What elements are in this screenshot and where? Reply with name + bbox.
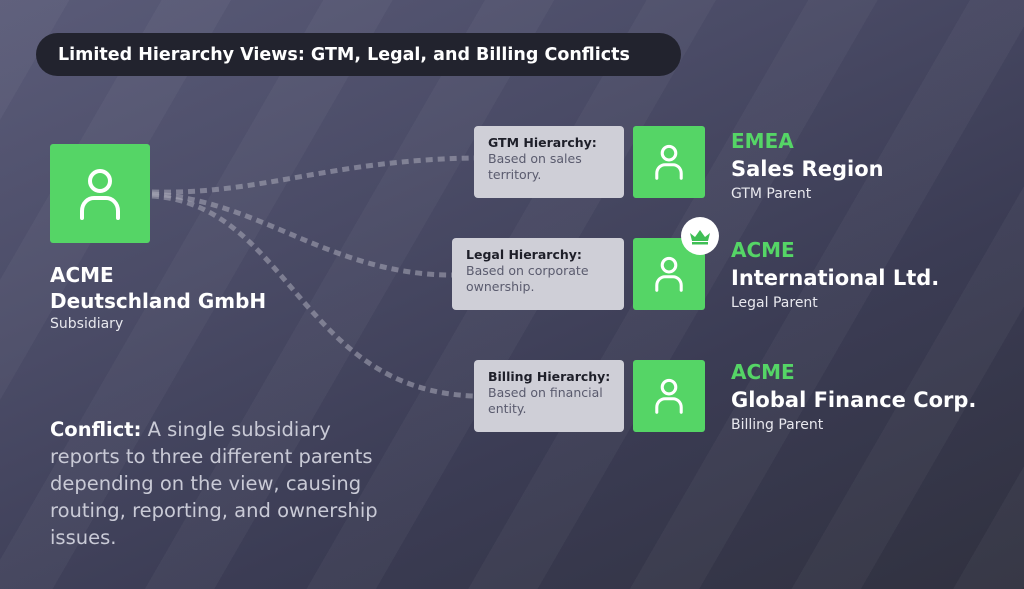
billing-parent-tile	[633, 360, 705, 432]
gtm-label-box: GTM Hierarchy: Based on sales territory.	[474, 126, 624, 198]
subsidiary-tile	[50, 144, 150, 243]
gtm-parent-name: Sales Region	[731, 157, 884, 181]
legal-label-desc: Based on corporate ownership.	[466, 263, 589, 294]
crown-badge	[681, 217, 719, 255]
legal-label-title: Legal Hierarchy:	[466, 247, 582, 262]
legal-label-box: Legal Hierarchy: Based on corporate owne…	[452, 238, 624, 310]
legal-parent-name: International Ltd.	[731, 266, 940, 290]
billing-label-box: Billing Hierarchy: Based on financial en…	[474, 360, 624, 432]
person-icon	[655, 256, 683, 292]
billing-parent-accent: ACME	[731, 360, 795, 384]
gtm-parent-tile	[633, 126, 705, 198]
gtm-label-title: GTM Hierarchy:	[488, 135, 597, 150]
legal-parent-accent: ACME	[731, 238, 795, 262]
billing-parent-name: Global Finance Corp.	[731, 388, 977, 412]
gtm-parent-accent: EMEA	[731, 129, 794, 153]
gtm-parent-role: GTM Parent	[731, 186, 812, 202]
billing-label-title: Billing Hierarchy:	[488, 369, 611, 384]
subsidiary-name-line1: ACME	[50, 263, 114, 287]
connector-billing	[151, 193, 475, 399]
person-icon	[80, 168, 120, 220]
billing-label-desc: Based on financial entity.	[488, 385, 603, 416]
legal-parent-role: Legal Parent	[731, 295, 818, 311]
conflict-lead: Conflict:	[50, 418, 142, 441]
crown-icon	[690, 230, 710, 245]
conflict-note: Conflict: A single subsidiary reports to…	[50, 416, 380, 551]
page-title: Limited Hierarchy Views: GTM, Legal, and…	[36, 33, 681, 76]
subsidiary-role: Subsidiary	[50, 316, 124, 332]
subsidiary-name: ACME Deutschland GmbH	[50, 262, 266, 314]
person-icon	[655, 144, 683, 180]
billing-parent-role: Billing Parent	[731, 417, 824, 433]
conflict-text: A single subsidiary reports to three dif…	[50, 418, 378, 549]
connector-legal	[151, 191, 453, 278]
subsidiary-name-line2: Deutschland GmbH	[50, 289, 267, 313]
connector-gtm	[151, 155, 475, 195]
person-icon	[655, 378, 683, 414]
gtm-label-desc: Based on sales territory.	[488, 151, 582, 182]
